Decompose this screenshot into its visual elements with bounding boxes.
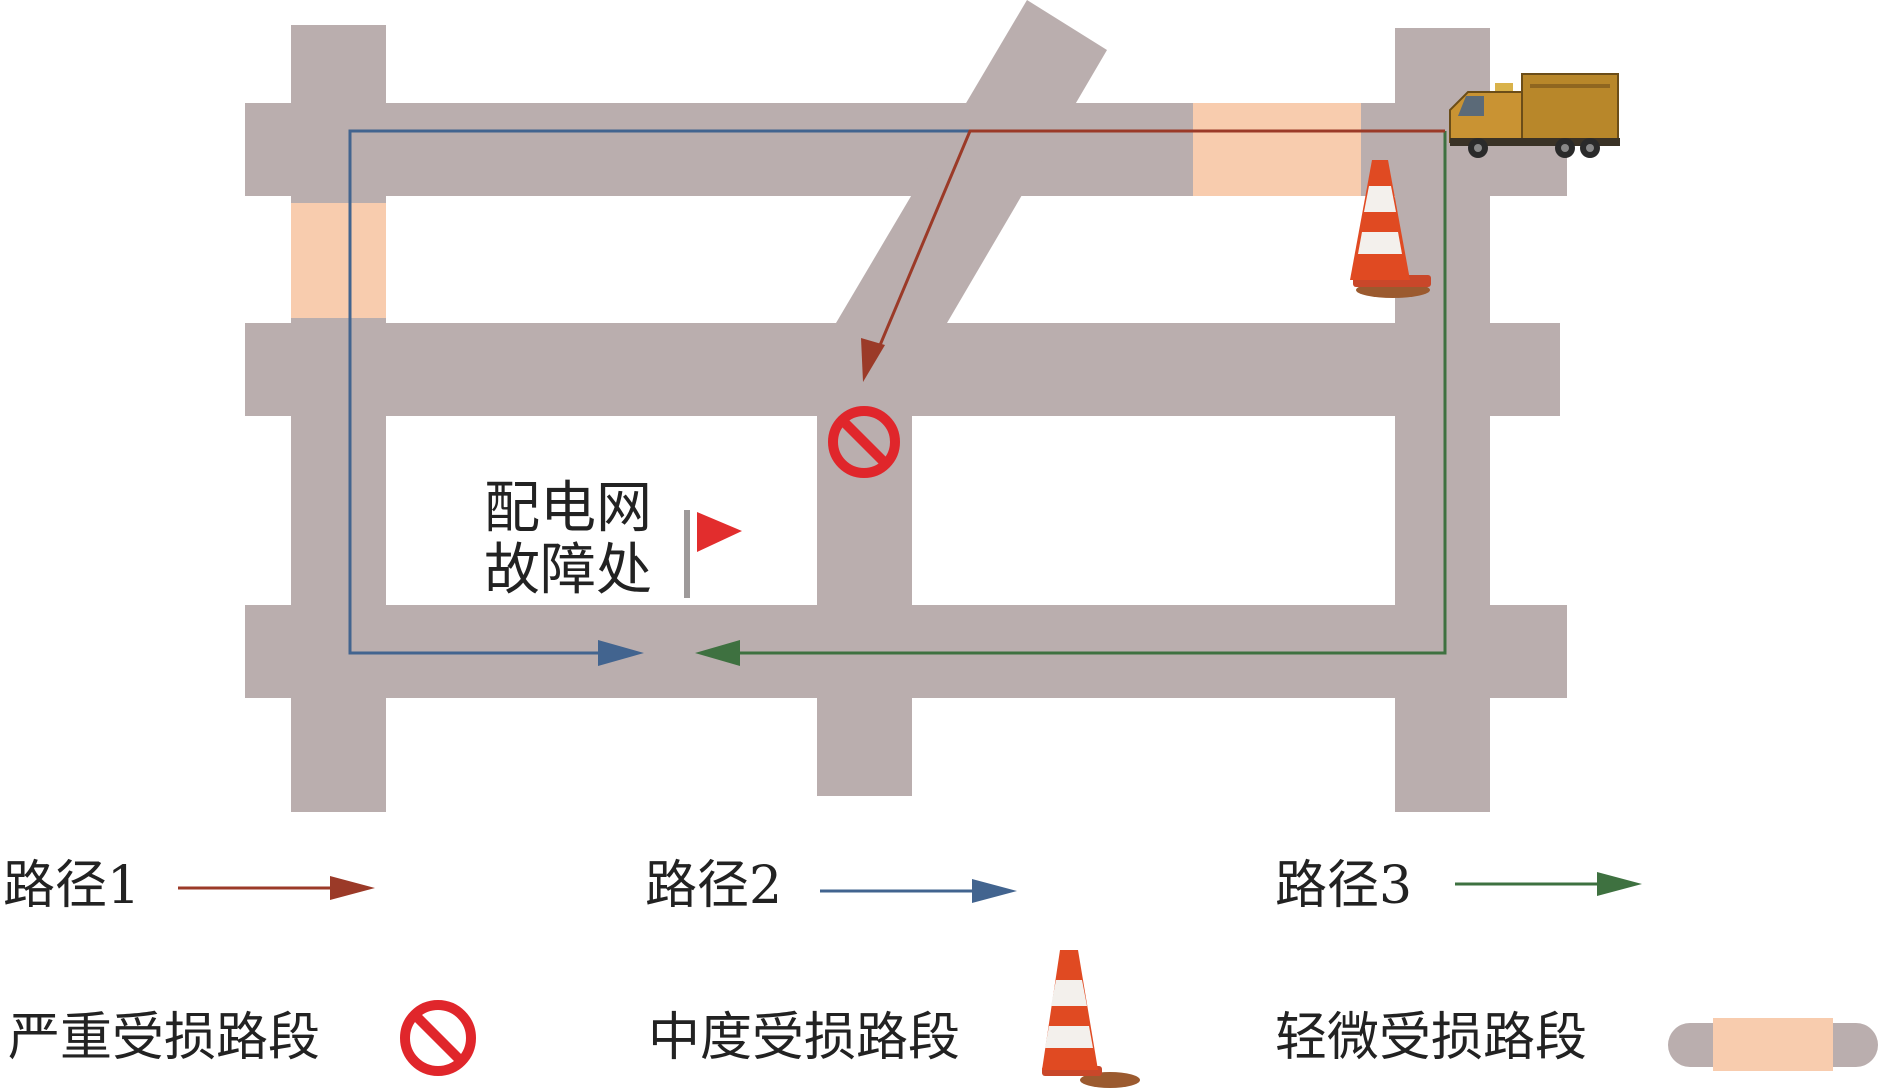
road-center — [817, 416, 912, 796]
fault-location-label: 配电网 故障处 — [484, 478, 652, 601]
road-right — [1395, 28, 1490, 812]
fault-flag-icon — [684, 510, 742, 598]
route-1-arrowhead — [861, 338, 885, 382]
route-3-path — [695, 131, 1447, 666]
legend-route-1-arrow — [178, 876, 375, 900]
legend-moderate-damage-label: 中度受损路段 — [648, 1008, 961, 1068]
legend-no-entry-icon — [400, 1000, 476, 1076]
legend-light-damage-road-segment-icon — [1668, 1018, 1878, 1071]
light-damage-segment-top — [1193, 103, 1361, 196]
legend-traffic-cone-icon — [1042, 950, 1140, 1088]
repair-vehicle-icon — [1449, 73, 1620, 158]
legend-severe-damage-label: 严重受损路段 — [8, 1008, 321, 1068]
fault-location-label-line2: 故障处 — [484, 537, 652, 603]
light-damage-segment-left — [291, 203, 386, 318]
route-2-arrowhead — [598, 640, 644, 666]
no-entry-icon — [828, 406, 900, 478]
road-left — [291, 25, 386, 812]
road-middle — [245, 323, 1560, 416]
legend-route-3-label: 路径3 — [1275, 856, 1413, 916]
route-2-path — [348, 129, 970, 666]
route-3-arrowhead — [695, 640, 740, 666]
road-diagonal — [836, 0, 1107, 323]
fault-location-label-line1: 配电网 — [484, 476, 652, 541]
road-grid — [245, 0, 1567, 812]
legend-light-damage-label: 轻微受损路段 — [1275, 1008, 1588, 1068]
legend-route-1-label: 路径1 — [3, 856, 141, 916]
legend-route-3-arrow — [1455, 872, 1642, 896]
traffic-cone-icon — [1350, 160, 1431, 298]
route-1-path — [861, 129, 1445, 382]
legend-route-2-label: 路径2 — [645, 856, 783, 916]
legend-route-2-arrow — [820, 879, 1017, 903]
